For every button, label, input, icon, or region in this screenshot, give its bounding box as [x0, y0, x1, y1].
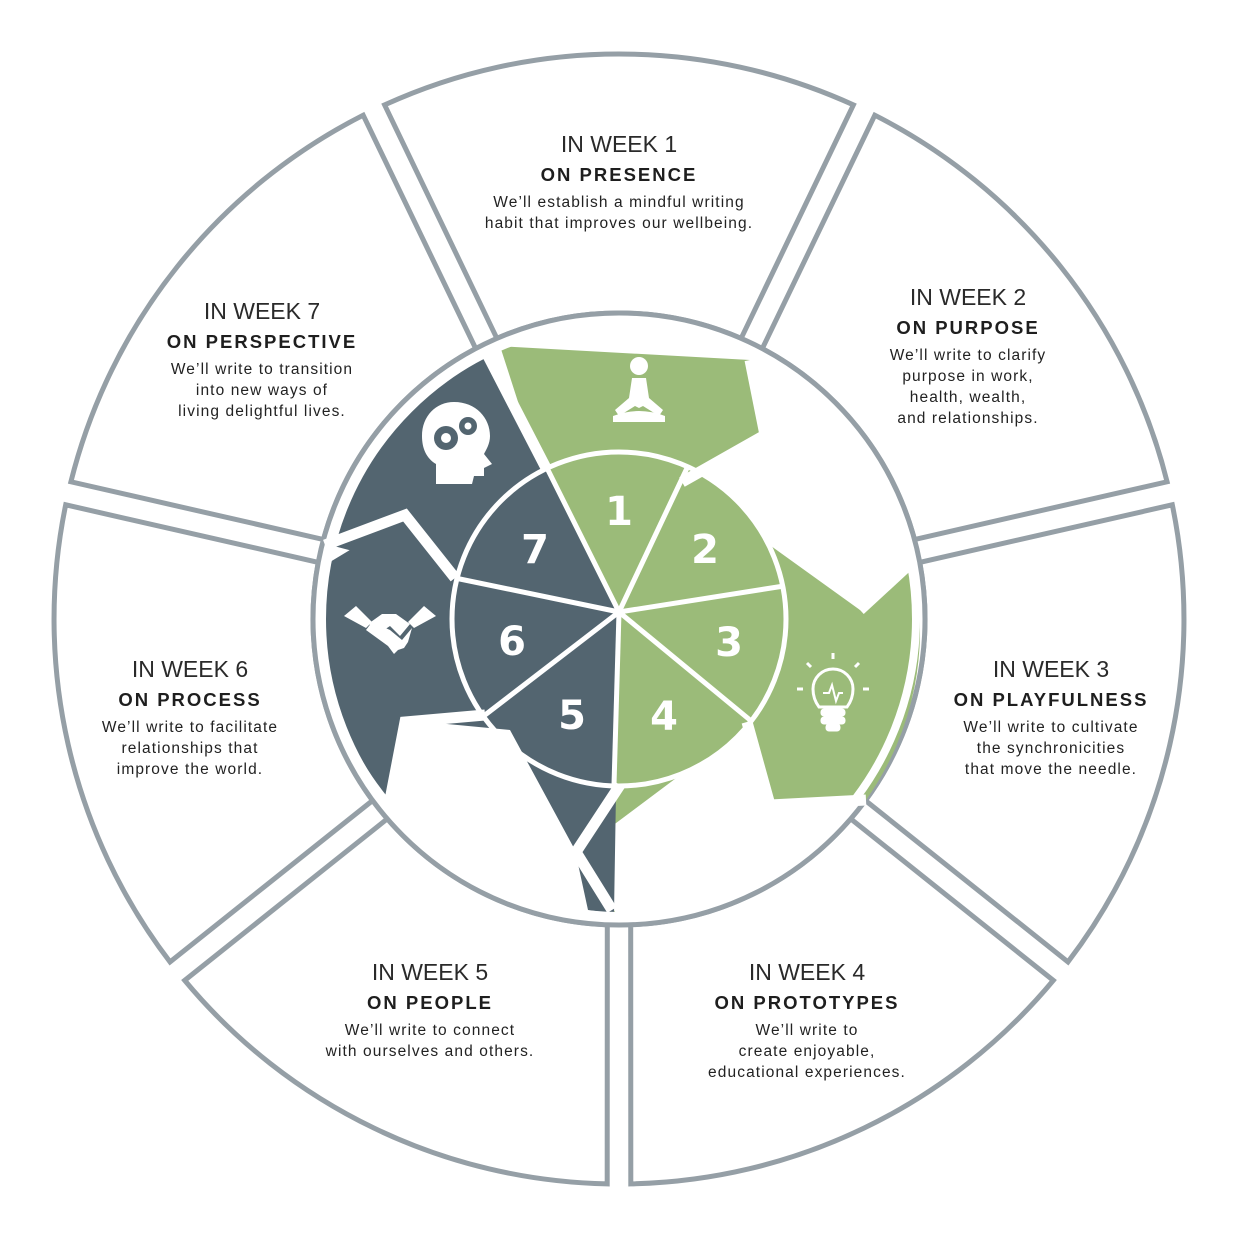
green-inner: [548, 449, 785, 720]
svg-text:W: W: [797, 503, 806, 513]
inner-circle: [449, 449, 789, 789]
svg-text:N: N: [816, 486, 823, 496]
week-heading: IN WEEK 6: [131, 656, 249, 682]
divider-1-2: [679, 358, 772, 487]
spoke-1: [543, 464, 622, 614]
week-number-7: 7: [521, 527, 549, 573]
week-number-1: 1: [605, 489, 633, 535]
week-topic: ON PLAYFULNESS: [953, 689, 1149, 710]
outer-ring: [51, 51, 1187, 1187]
week-heading: IN WEEK 3: [992, 656, 1110, 682]
divider-4-5: [569, 781, 625, 913]
spoke-7: [454, 575, 620, 615]
spoke-3: [618, 583, 785, 615]
week-3-label: IN WEEK 3 ON PLAYFULNESS We’ll write to …: [954, 655, 1149, 780]
week-topic: ON PROTOTYPES: [714, 992, 900, 1013]
slate-zone: [321, 355, 619, 913]
handshake-icon: [344, 606, 436, 654]
divider-3-4: [741, 720, 867, 811]
week-topic: ON PRESENCE: [540, 164, 698, 185]
week-number-6: 6: [498, 619, 526, 665]
week-numbers: 1 2 3 4 5 6 7: [498, 489, 743, 740]
week-heading: IN WEEK 2: [909, 284, 1027, 310]
week-heading: IN WEEK 4: [748, 959, 866, 985]
clock-icon: [653, 805, 719, 871]
divider-6-7: [323, 508, 460, 582]
week-2-label: IN WEEK 2 ON PURPOSE We’ll write to clar…: [890, 283, 1047, 429]
divider-7-1: [481, 349, 551, 471]
disk-border: [318, 318, 920, 920]
heart-icon: [461, 780, 525, 846]
divider-5-6: [384, 709, 486, 802]
week-number-4: 4: [650, 694, 678, 740]
svg-text:S: S: [816, 521, 822, 531]
meditation-icon: [613, 357, 665, 422]
spoke-2: [616, 464, 691, 614]
week-6-label: IN WEEK 6 ON PROCESS We’ll write to faci…: [102, 655, 278, 780]
week-number-3: 3: [715, 620, 743, 666]
week-7-label: IN WEEK 7 ON PERSPECTIVE We’ll write to …: [167, 297, 357, 422]
week-number-2: 2: [691, 527, 719, 573]
week-1-label: IN WEEK 1 ON PRESENCE We’ll establish a …: [485, 130, 753, 234]
svg-text:E: E: [834, 503, 840, 513]
spoke-6: [483, 610, 621, 717]
divider-2-3: [856, 557, 916, 615]
week-heading: IN WEEK 1: [560, 131, 678, 157]
week-topic: ON PURPOSE: [896, 317, 1040, 338]
week-number-5: 5: [558, 693, 586, 739]
spoke-5: [611, 611, 622, 786]
week-topic: ON PROCESS: [118, 689, 262, 710]
week-heading: IN WEEK 7: [203, 298, 321, 324]
spoke-4: [617, 610, 752, 722]
head-gears-icon: [422, 402, 492, 484]
lightbulb-icon: [797, 653, 869, 732]
week-5-label: IN WEEK 5 ON PEOPLE We’ll write to conne…: [326, 958, 535, 1062]
week-topic: ON PEOPLE: [367, 992, 493, 1013]
green-inner-4: [614, 612, 750, 786]
compass-icon: N E W S: [786, 469, 852, 540]
week-heading: IN WEEK 5: [371, 959, 489, 985]
week-topic: ON PERSPECTIVE: [166, 331, 358, 352]
